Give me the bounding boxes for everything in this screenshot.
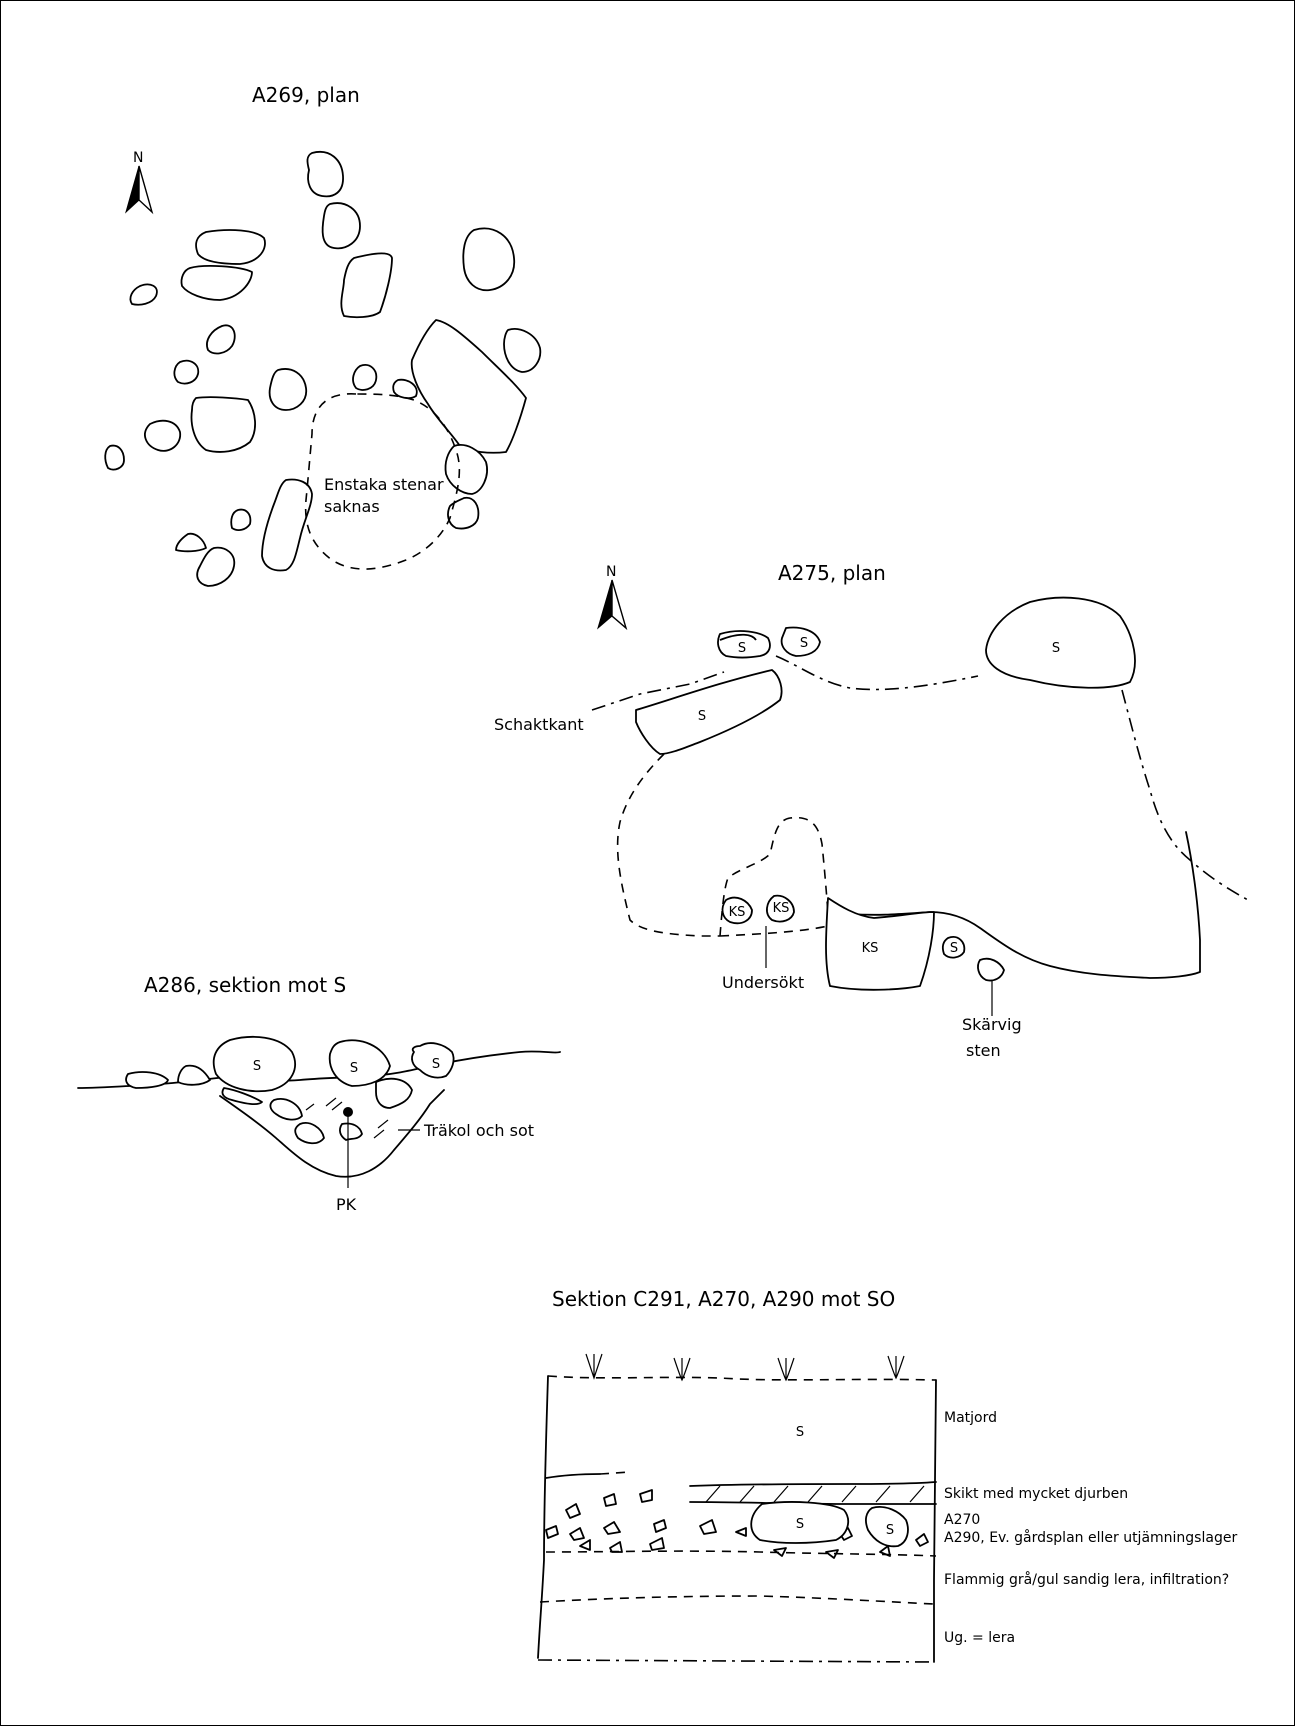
schaktkant-label: Schaktkant	[494, 715, 584, 734]
a286-stone-label: S	[253, 1059, 261, 1074]
schaktkant-line-north	[775, 655, 979, 691]
section-stone-label: S	[796, 1425, 804, 1440]
a269-note-line1: Enstaka stenar	[324, 475, 444, 494]
turf-symbols	[585, 1353, 905, 1382]
section-stone-label: S	[796, 1517, 804, 1532]
bone-layer-bottom	[689, 1501, 937, 1505]
bone-layer-hatch	[705, 1485, 925, 1503]
layer-label-a290: A290, Ev. gårdsplan eller utjämningslage…	[944, 1529, 1237, 1546]
bone-layer-top	[689, 1481, 937, 1487]
layer-label-skikt: Skikt med mycket djurben	[944, 1486, 1128, 1502]
a275-burnt-stone-label: KS	[862, 941, 879, 956]
a275-dashed-base	[719, 925, 829, 937]
section-base-line	[537, 1659, 935, 1663]
a286-pit-outline	[219, 1089, 445, 1178]
a286-section: A286, sektion mot S S S S PK Träkol och …	[77, 973, 561, 1214]
a286-stone-label: S	[432, 1057, 440, 1072]
a275-dashed-west	[616, 753, 720, 937]
a275-dashed-inner	[719, 816, 829, 937]
north-label-2: N	[606, 564, 616, 580]
a275-burnt-stone-label: KS	[773, 901, 790, 916]
section-small-stones	[545, 1489, 929, 1559]
pk-sample-point	[343, 1107, 353, 1117]
a275-burnt-stone-label: KS	[729, 905, 746, 920]
a269-dashed-outline	[304, 393, 461, 570]
a275-stone-label: S	[1052, 641, 1060, 656]
a269-title: A269, plan	[252, 83, 360, 107]
section-stone-label: S	[886, 1523, 894, 1538]
section-title: Sektion C291, A270, A290 mot SO	[552, 1287, 895, 1311]
a275-stone-label: S	[698, 709, 706, 724]
north-arrow-icon: N	[125, 150, 154, 215]
a269-note-line2: saknas	[324, 497, 380, 516]
layer-label-ug: Ug. = lera	[944, 1630, 1015, 1646]
a269-plan: A269, plan N	[104, 83, 542, 587]
skarvig-line2: sten	[966, 1041, 1001, 1060]
layer-label-flammig: Flammig grå/gul sandig lera, infiltratio…	[944, 1571, 1229, 1588]
a270-dash-left	[599, 1471, 631, 1475]
north-arrow-icon: N	[597, 564, 628, 631]
a290-lower-boundary	[545, 1550, 937, 1557]
a286-title: A286, sektion mot S	[144, 973, 346, 997]
section-surface-line	[547, 1375, 937, 1381]
a286-charcoal-hatch	[305, 1097, 389, 1139]
a269-stones	[104, 150, 542, 587]
flammig-lower-boundary	[539, 1595, 935, 1605]
schaktkant-line-west	[591, 671, 725, 711]
layer-label-a270: A270	[944, 1512, 980, 1528]
layer-label-matjord: Matjord	[944, 1410, 997, 1426]
undersokt-label: Undersökt	[722, 973, 804, 992]
section-c291: Sektion C291, A270, A290 mot SO S	[537, 1287, 1237, 1663]
section-left-wall	[537, 1375, 549, 1659]
a275-stone-label: S	[800, 636, 808, 651]
a286-stone-label: S	[350, 1061, 358, 1076]
a270-line-left	[545, 1473, 601, 1479]
trakol-label: Träkol och sot	[423, 1121, 534, 1140]
section-right-wall	[933, 1379, 937, 1663]
a275-stone-label: S	[738, 641, 746, 656]
a275-title: A275, plan	[778, 561, 886, 585]
a275-stone-label: S	[950, 941, 958, 956]
pk-label: PK	[336, 1195, 357, 1214]
schaktkant-line-east	[1121, 689, 1249, 901]
a275-plan: A275, plan N Schaktkant S S S S KS KS KS	[494, 561, 1249, 1060]
north-label: N	[133, 150, 143, 166]
skarvig-line1: Skärvig	[962, 1015, 1022, 1034]
